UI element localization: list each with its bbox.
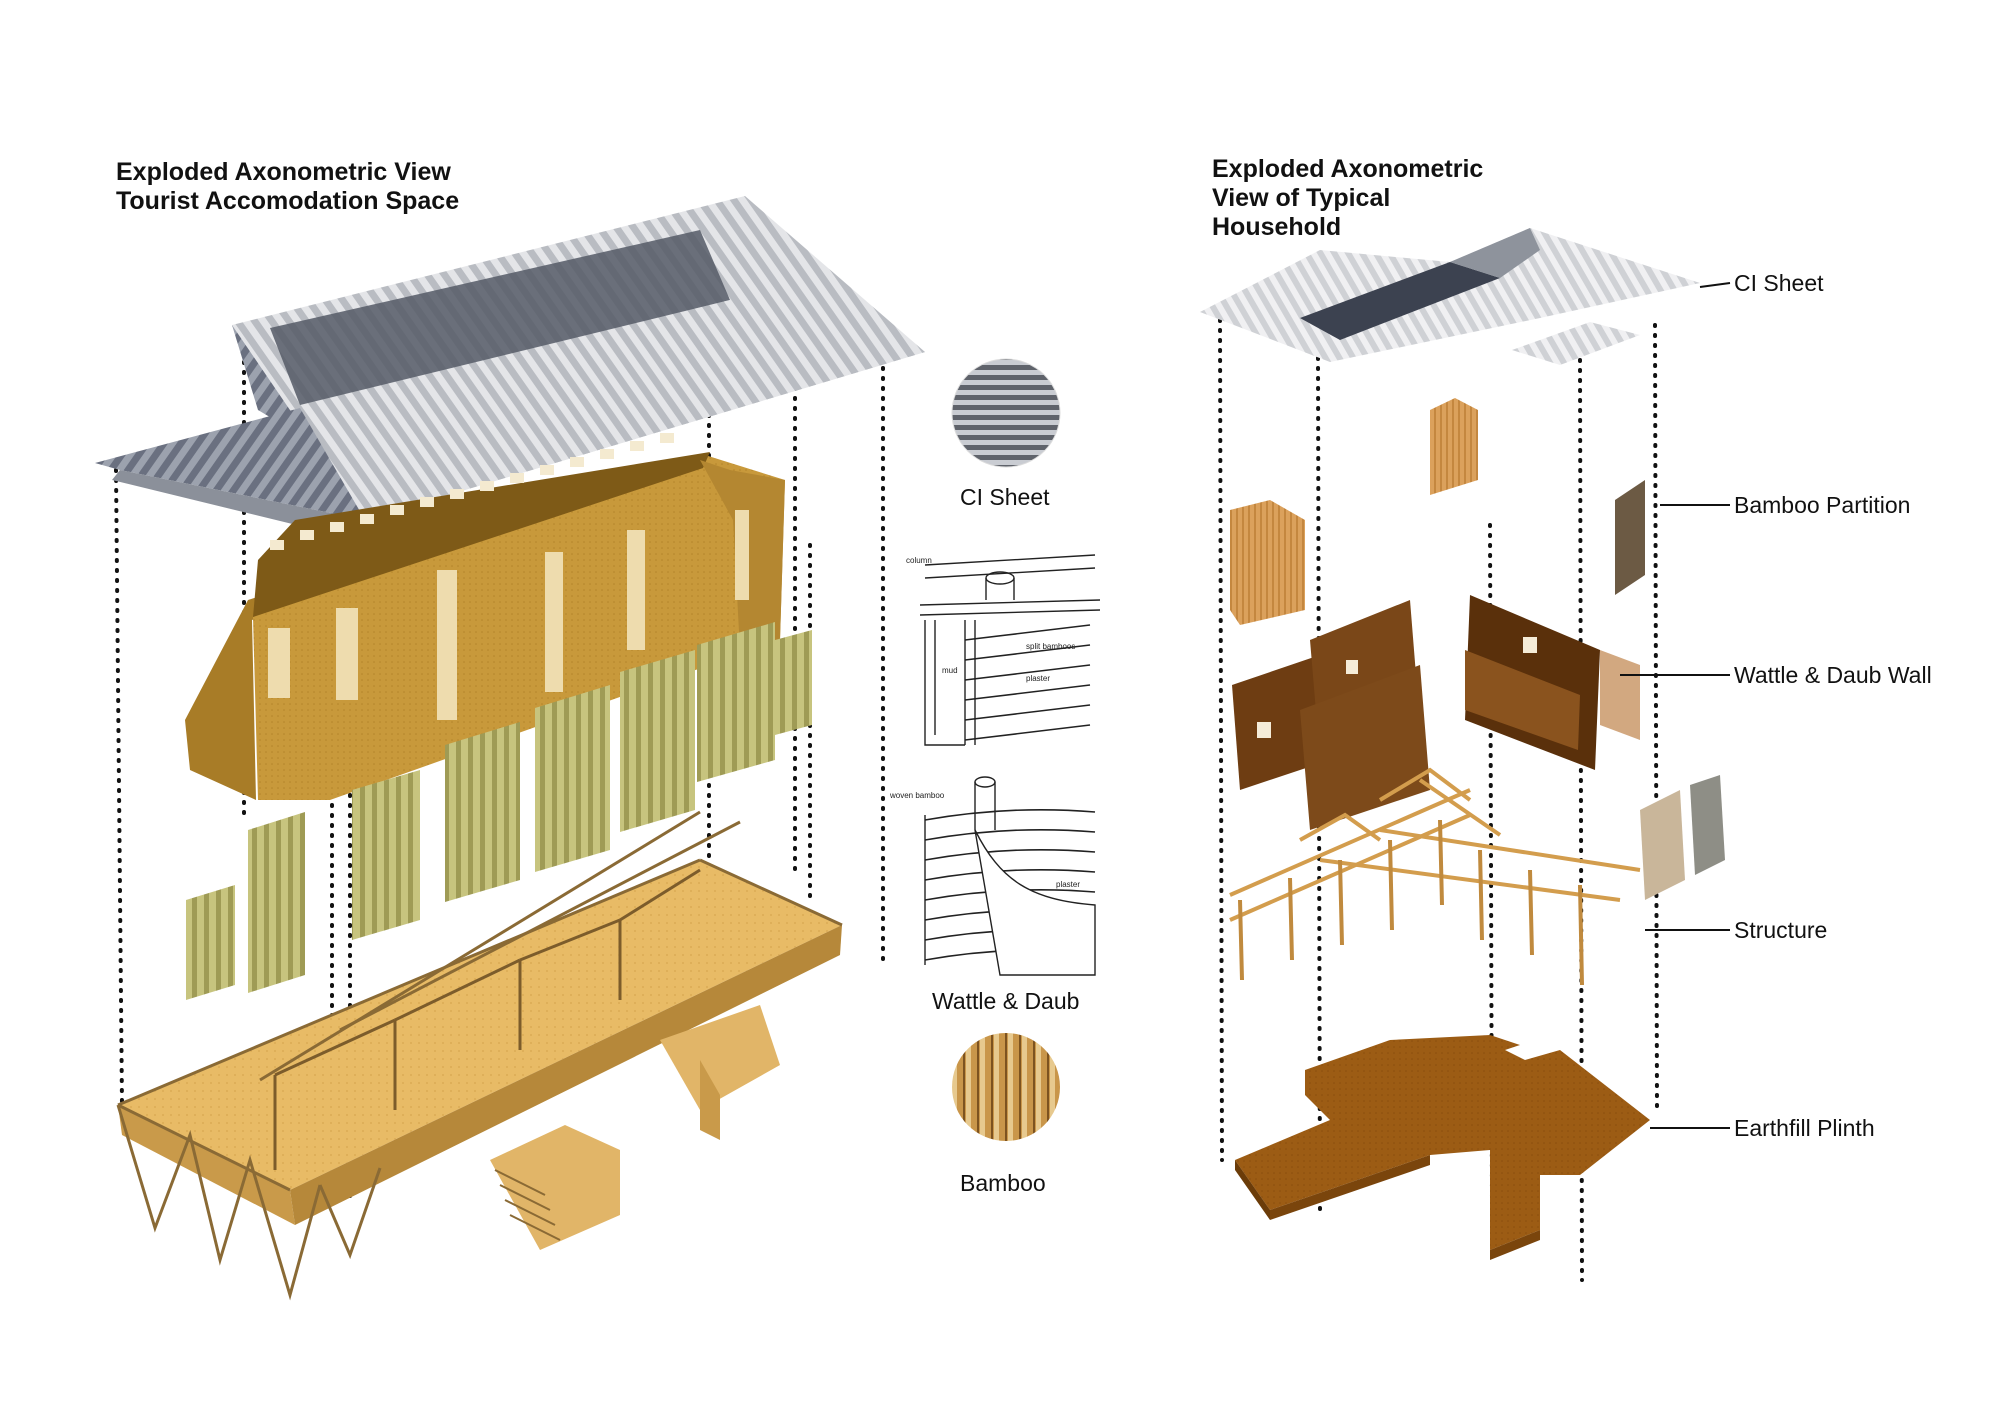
ci-sheet-swatch-icon xyxy=(951,358,1061,468)
right-roof-ci-sheet xyxy=(1200,228,1700,365)
right-bamboo-partitions xyxy=(1230,398,1645,625)
left-platform-structure xyxy=(116,810,843,1301)
layer-label-wattle-daub-wall: Wattle & Daub Wall xyxy=(1734,662,1932,688)
left-view-title: Exploded Axonometric View Tourist Accomo… xyxy=(116,158,460,215)
right-leader-lines xyxy=(1620,282,1731,1129)
detail-label-plaster-lower: plaster xyxy=(1056,880,1080,889)
detail-label-split-bamboos: split bamboos xyxy=(1026,642,1075,651)
wattle-daub-upper-detail xyxy=(919,554,1101,746)
wattle-daub-detail-icon xyxy=(919,554,1101,976)
layer-label-structure: Structure xyxy=(1734,917,1828,943)
legend-label-wattle-daub: Wattle & Daub xyxy=(932,988,1080,1014)
detail-label-column: column xyxy=(906,556,932,565)
legend-label-bamboo: Bamboo xyxy=(960,1170,1046,1196)
layer-label-bamboo-partition: Bamboo Partition xyxy=(1734,492,1911,518)
layer-label-earthfill-plinth: Earthfill Plinth xyxy=(1734,1115,1875,1141)
detail-label-mud: mud xyxy=(942,666,958,675)
detail-label-plaster-upper: plaster xyxy=(1026,674,1050,683)
left-bamboo-panels xyxy=(186,622,812,1000)
right-wattle-daub-walls xyxy=(1232,595,1640,830)
detail-label-woven-bamboo: woven bamboo xyxy=(889,791,945,800)
right-view-title: Exploded Axonometric View of Typical Hou… xyxy=(1212,155,1484,241)
layer-label-ci-sheet: CI Sheet xyxy=(1734,270,1824,296)
wattle-daub-lower-detail xyxy=(924,776,1096,976)
right-bamboo-structure xyxy=(1229,767,1725,986)
bamboo-swatch-icon xyxy=(952,1033,1060,1141)
legend-label-ci-sheet: CI Sheet xyxy=(960,484,1050,510)
right-earthfill-plinth xyxy=(1235,1035,1650,1260)
left-walls xyxy=(185,433,785,800)
